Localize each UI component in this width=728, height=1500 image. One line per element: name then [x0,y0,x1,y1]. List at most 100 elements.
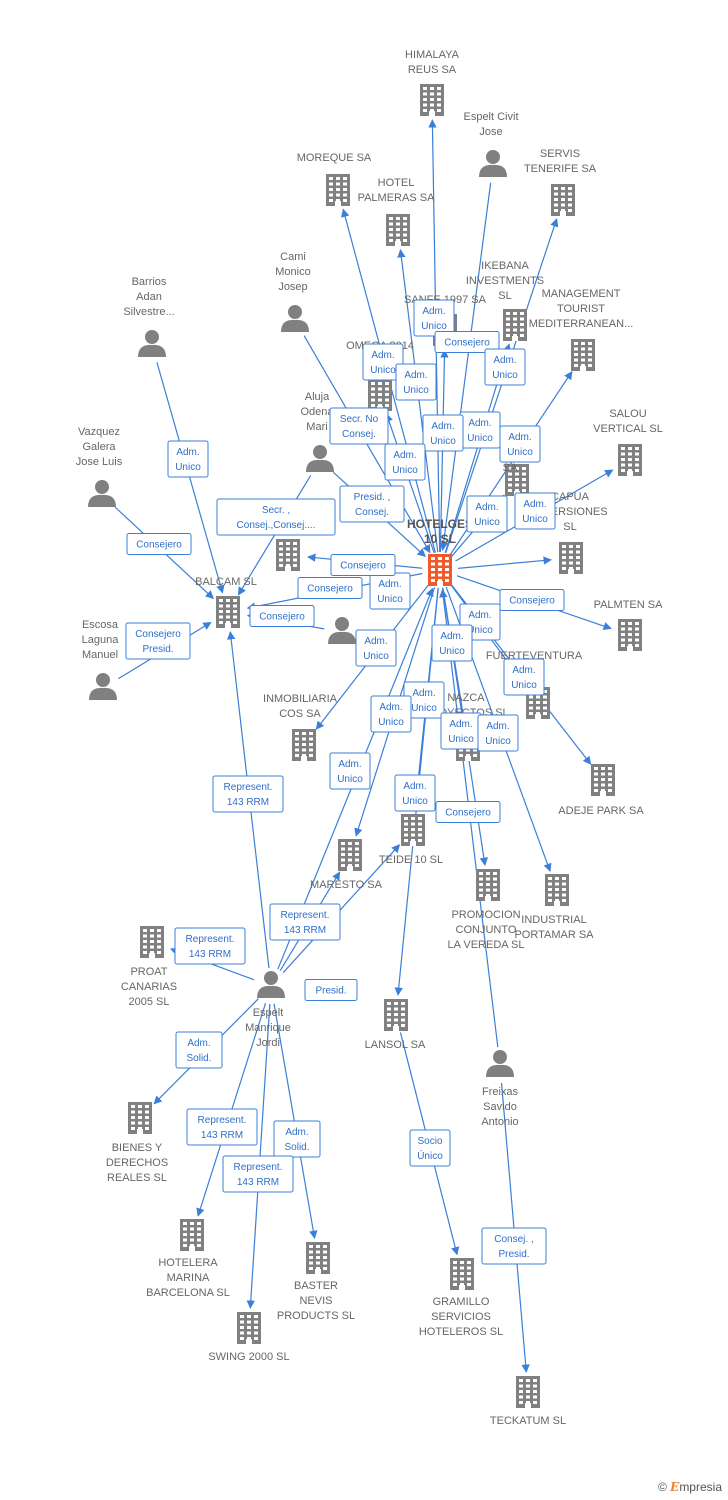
person-icon [328,617,356,644]
edge-label-text: Adm. [512,665,535,676]
copyright-symbol: © [657,1480,667,1494]
edge-label-text: Unico [439,646,465,657]
edge-label-text: Consej. , [494,1234,533,1245]
edge-label: Consejero [297,577,363,599]
node-label: Jordi [256,1037,280,1049]
node-balcam[interactable]: BALCAM SL [195,576,257,628]
node-label: INMOBILIARIA [263,693,338,705]
person-icon [89,673,117,700]
node-management[interactable]: MANAGEMENTTOURISTMEDITERRANEAN... [529,288,634,371]
node-label: Monico [275,266,310,278]
node-teide[interactable]: TEIDE 10 SL [379,814,443,866]
edge-label-text: Adm. [440,631,463,642]
node-label: Adan [136,291,162,303]
node-label: SA [503,462,518,474]
edge-center-omega [384,413,435,554]
edge-label: Consejero [434,331,500,353]
edge-label: Adm.Unico [477,714,519,752]
node-label: HIMALAYA [405,49,460,61]
node-label: MARESTO SA [310,879,383,891]
node-teckatum[interactable]: TECKATUM SL [490,1376,566,1427]
node-label: LANSOL SA [365,1039,426,1051]
edge-label: Presid. ,Consej. [339,485,405,523]
edge-label-text: Unico [474,517,500,528]
building-icon [401,814,425,846]
node-label: Savido [483,1101,517,1113]
node-label: Silvestre... [123,306,174,318]
node-label: TEIDE 10 SL [379,854,443,866]
building-icon [450,1258,474,1290]
edge-label-text: Unico [522,514,548,525]
building-icon [128,1102,152,1134]
node-label: NAZCA [447,692,485,704]
building-icon [618,444,642,476]
edge-label-text: Unico [370,365,396,376]
brand-initial: E [670,1480,680,1494]
node-maresto[interactable]: MARESTO SA [310,839,383,891]
node-label: REUS SA [408,64,457,76]
node-barrios[interactable]: BarriosAdanSilvestre... [123,276,175,357]
edge-label-text: 143 RRM [227,797,269,808]
building-icon [505,464,529,496]
edge-label-text: Consejero [136,540,182,551]
building-icon [140,926,164,958]
edge-label-text: Secr. No [340,414,379,425]
edge-label: Adm.Unico [413,299,455,337]
building-icon [180,1219,204,1251]
node-lansol[interactable]: LANSOL SA [365,999,426,1051]
node-swing[interactable]: SWING 2000 SL [208,1312,290,1363]
edge-label: Consejero [249,605,315,627]
edge-label-text: 143 RRM [201,1130,243,1141]
edge-label: Adm. Unico [514,492,556,530]
person-icon [479,150,507,177]
person-icon [257,971,285,998]
building-icon [545,874,569,906]
edge-label-text: Consejero [135,629,181,640]
building-icon [276,539,300,571]
building-icon [386,214,410,246]
node-label: PORTAMAR SA [514,929,594,941]
node-label: TECKATUM SL [490,1415,566,1427]
building-icon [559,542,583,574]
edge-label-text: Unico [511,680,537,691]
edge-label: Consej. ,Presid. [481,1227,547,1265]
node-label: Cami [280,251,306,263]
node-person_mid[interactable] [328,617,356,644]
edge-label: Consejero [126,533,192,555]
node-himalaya[interactable]: HIMALAYA REUS SA [405,49,460,116]
edge-label: Secr. ,Consej.,Consej.... [216,498,336,536]
node-moreque[interactable]: MOREQUE SA [297,152,372,206]
edge-label-text: Adm. [523,499,546,510]
edge-label-text: Unico [448,734,474,745]
node-palmten[interactable]: PALMTEN SA [594,599,664,651]
node-label: Antonio [481,1116,518,1128]
edge-label-text: Unico [392,465,418,476]
edge-label-text: Adm. [431,421,454,432]
node-label: GRAMILLO [433,1296,490,1308]
edge-label-text: Adm. [412,688,435,699]
edge-label-text: Adm. [508,432,531,443]
building-icon [292,729,316,761]
node-adeje[interactable]: ADEJE PARK SA [558,764,644,817]
